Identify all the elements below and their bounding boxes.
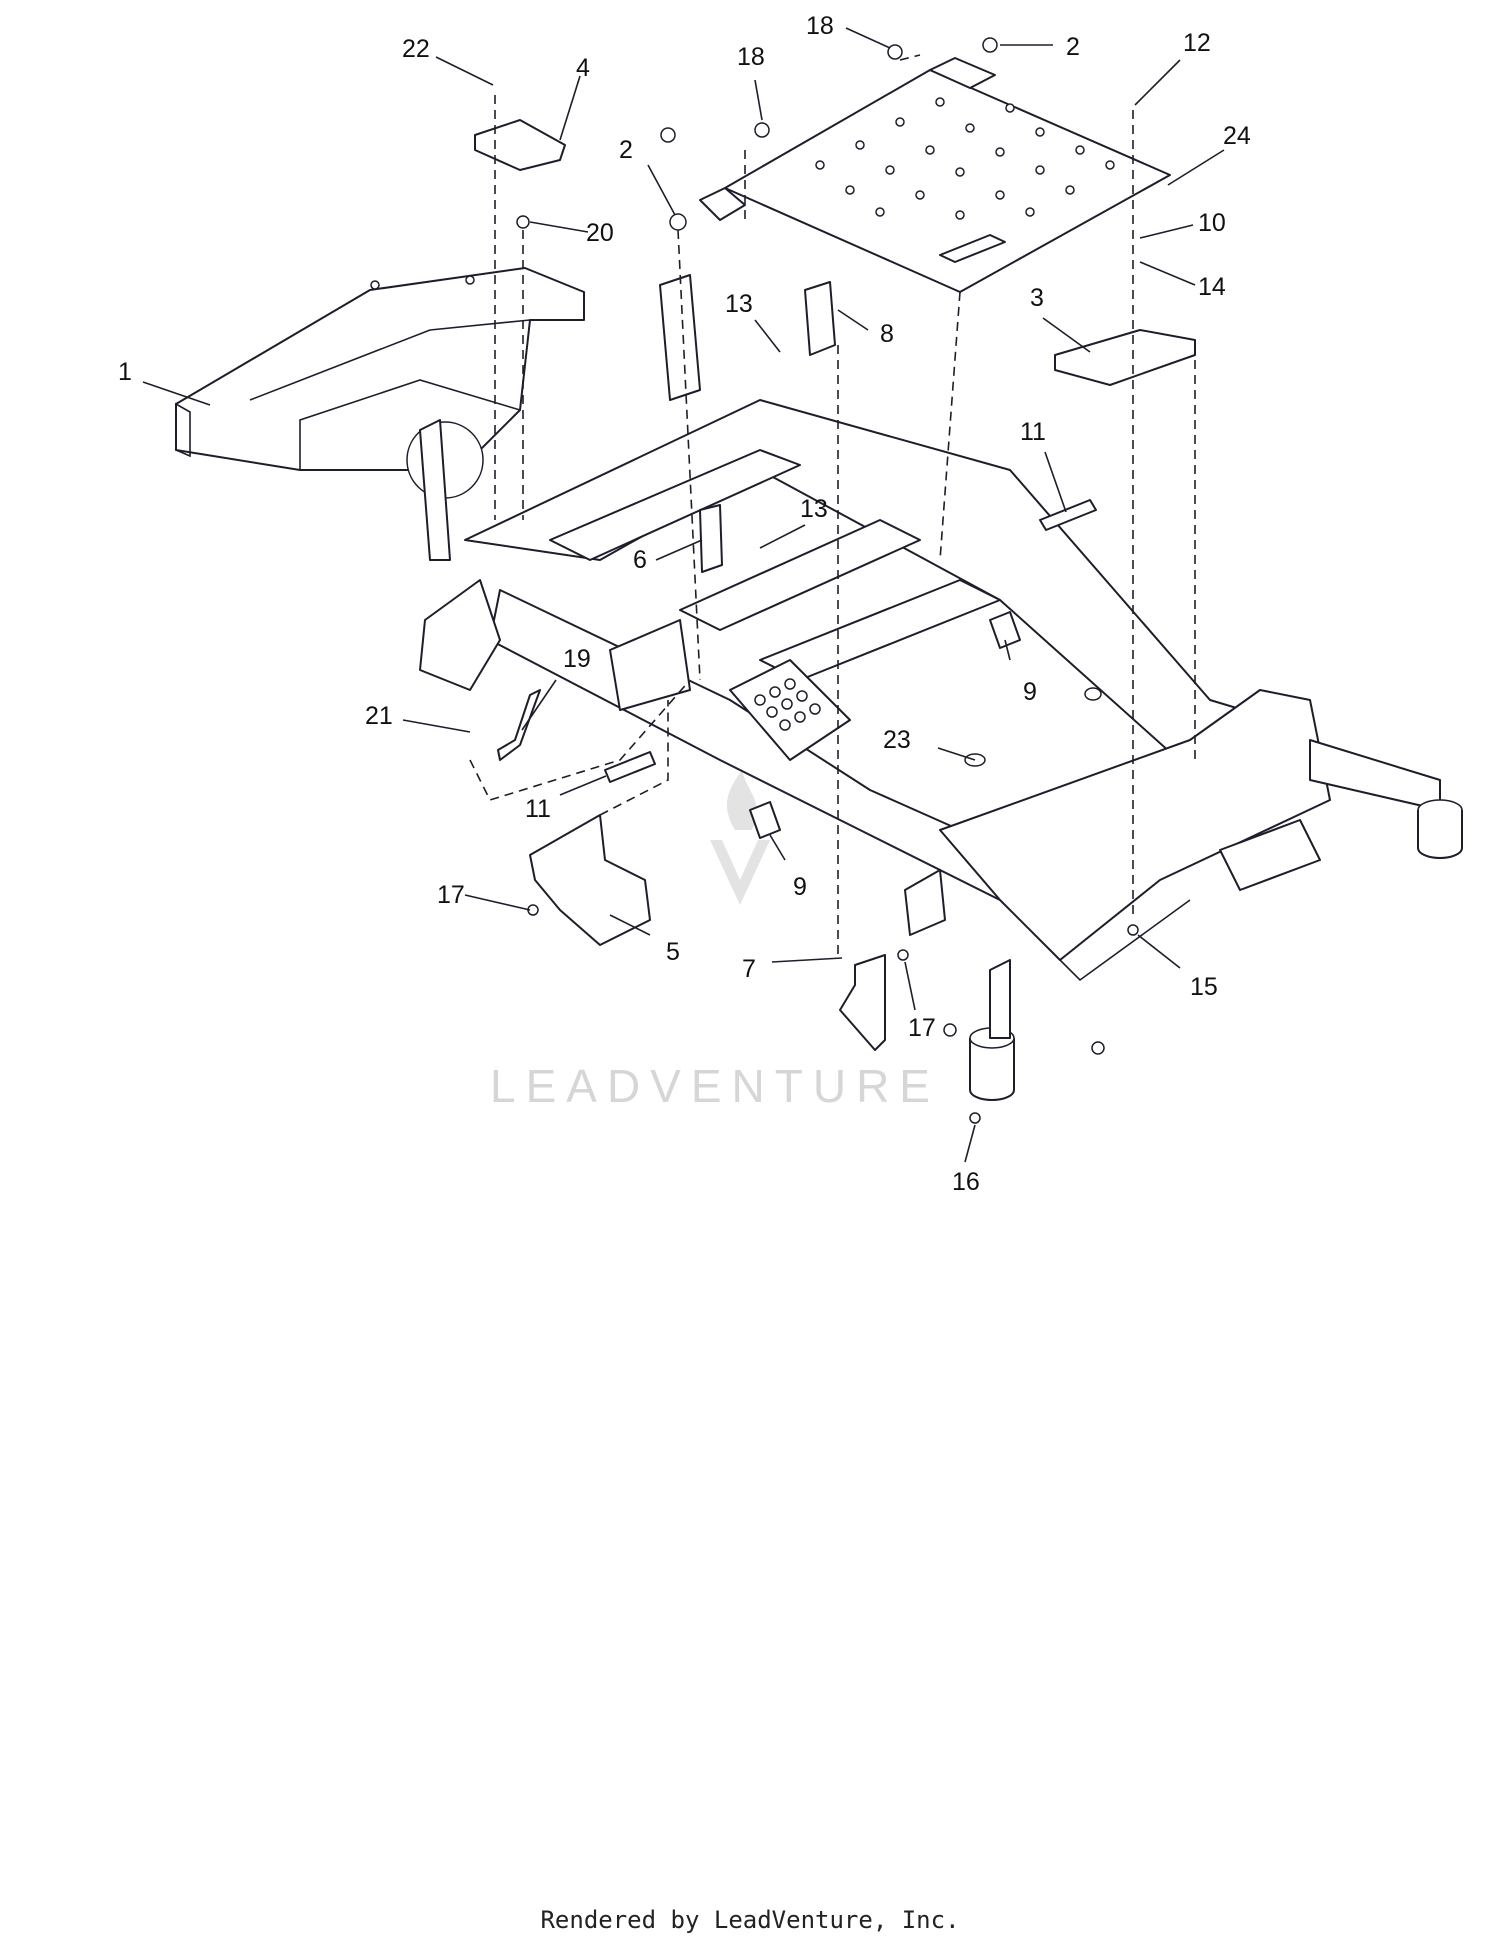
callout-24: 24 — [1223, 122, 1251, 150]
watermark-text: LEADVENTURE — [490, 1060, 940, 1112]
callouts: 22 4 18 18 2 2 12 24 20 10 14 13 8 3 1 1… — [118, 12, 1251, 1196]
callout-4: 4 — [576, 54, 590, 82]
bracket-4 — [474, 119, 566, 171]
callout-3: 3 — [1030, 284, 1044, 312]
nut-18-a — [887, 44, 903, 60]
pin-11-lower — [604, 751, 656, 783]
watermark: LEADVENTURE — [490, 770, 940, 1112]
callout-2-a: 2 — [619, 136, 633, 164]
seat-support-box — [175, 267, 585, 471]
callout-15: 15 — [1190, 973, 1218, 1001]
bolt-20 — [516, 215, 530, 229]
callout-18-a: 18 — [806, 12, 834, 40]
assembly-lines — [469, 54, 1196, 955]
nut-18-b — [754, 122, 770, 138]
callout-1: 1 — [118, 358, 132, 386]
washer-2-a — [982, 37, 998, 53]
caster-mount-left — [969, 1038, 1015, 1101]
callout-10: 10 — [1198, 209, 1226, 237]
callout-7: 7 — [742, 955, 756, 983]
frame-rail-left — [464, 399, 1311, 781]
bushing-9-upper — [989, 611, 1021, 649]
render-credit: Rendered by LeadVenture, Inc. — [540, 1906, 960, 1934]
handle-19 — [497, 689, 541, 761]
washer-2-b — [669, 213, 687, 231]
front-footrest-deck — [939, 689, 1331, 961]
guard-7 — [839, 954, 886, 1051]
callout-18-b: 18 — [737, 43, 765, 71]
pin-11-upper — [1039, 499, 1097, 531]
callout-9-a: 9 — [1023, 678, 1037, 706]
callout-17-a: 17 — [437, 881, 465, 909]
callout-12: 12 — [1183, 29, 1211, 57]
frame-assembly — [175, 267, 1463, 1101]
callout-13-a: 13 — [725, 290, 753, 318]
callout-17-b: 17 — [908, 1014, 936, 1042]
watermark-logo-icon — [710, 770, 770, 905]
deck-plate-24 — [699, 57, 1171, 293]
seat-plate-3 — [1054, 329, 1196, 386]
callout-11-b: 11 — [525, 795, 551, 823]
callout-2-b: 2 — [1066, 33, 1080, 61]
callout-6: 6 — [633, 546, 647, 574]
callout-20: 20 — [586, 219, 614, 247]
callout-21: 21 — [365, 702, 393, 730]
cross-member-mid — [679, 519, 921, 631]
callout-13-b: 13 — [800, 495, 828, 523]
callout-9-b: 9 — [793, 873, 807, 901]
callout-5: 5 — [666, 938, 680, 966]
nut-17-b — [897, 949, 909, 961]
small-parts — [474, 37, 1196, 1124]
callout-22: 22 — [402, 35, 430, 63]
callout-16: 16 — [952, 1168, 980, 1196]
callout-19: 19 — [563, 645, 591, 673]
nut-16 — [969, 1112, 981, 1124]
callout-14: 14 — [1198, 273, 1226, 301]
bracket-8 — [804, 281, 836, 356]
guard-5 — [529, 814, 651, 946]
callout-23: 23 — [883, 726, 911, 754]
bracket-6 — [699, 504, 723, 573]
nut-15 — [1127, 924, 1139, 936]
callout-11-a: 11 — [1020, 418, 1046, 446]
foot-pedal-plate — [729, 659, 851, 761]
cross-member-rear — [549, 449, 801, 561]
leader-lines — [142, 27, 1225, 1163]
callout-8: 8 — [880, 320, 894, 348]
bushing-9-lower — [749, 801, 781, 839]
